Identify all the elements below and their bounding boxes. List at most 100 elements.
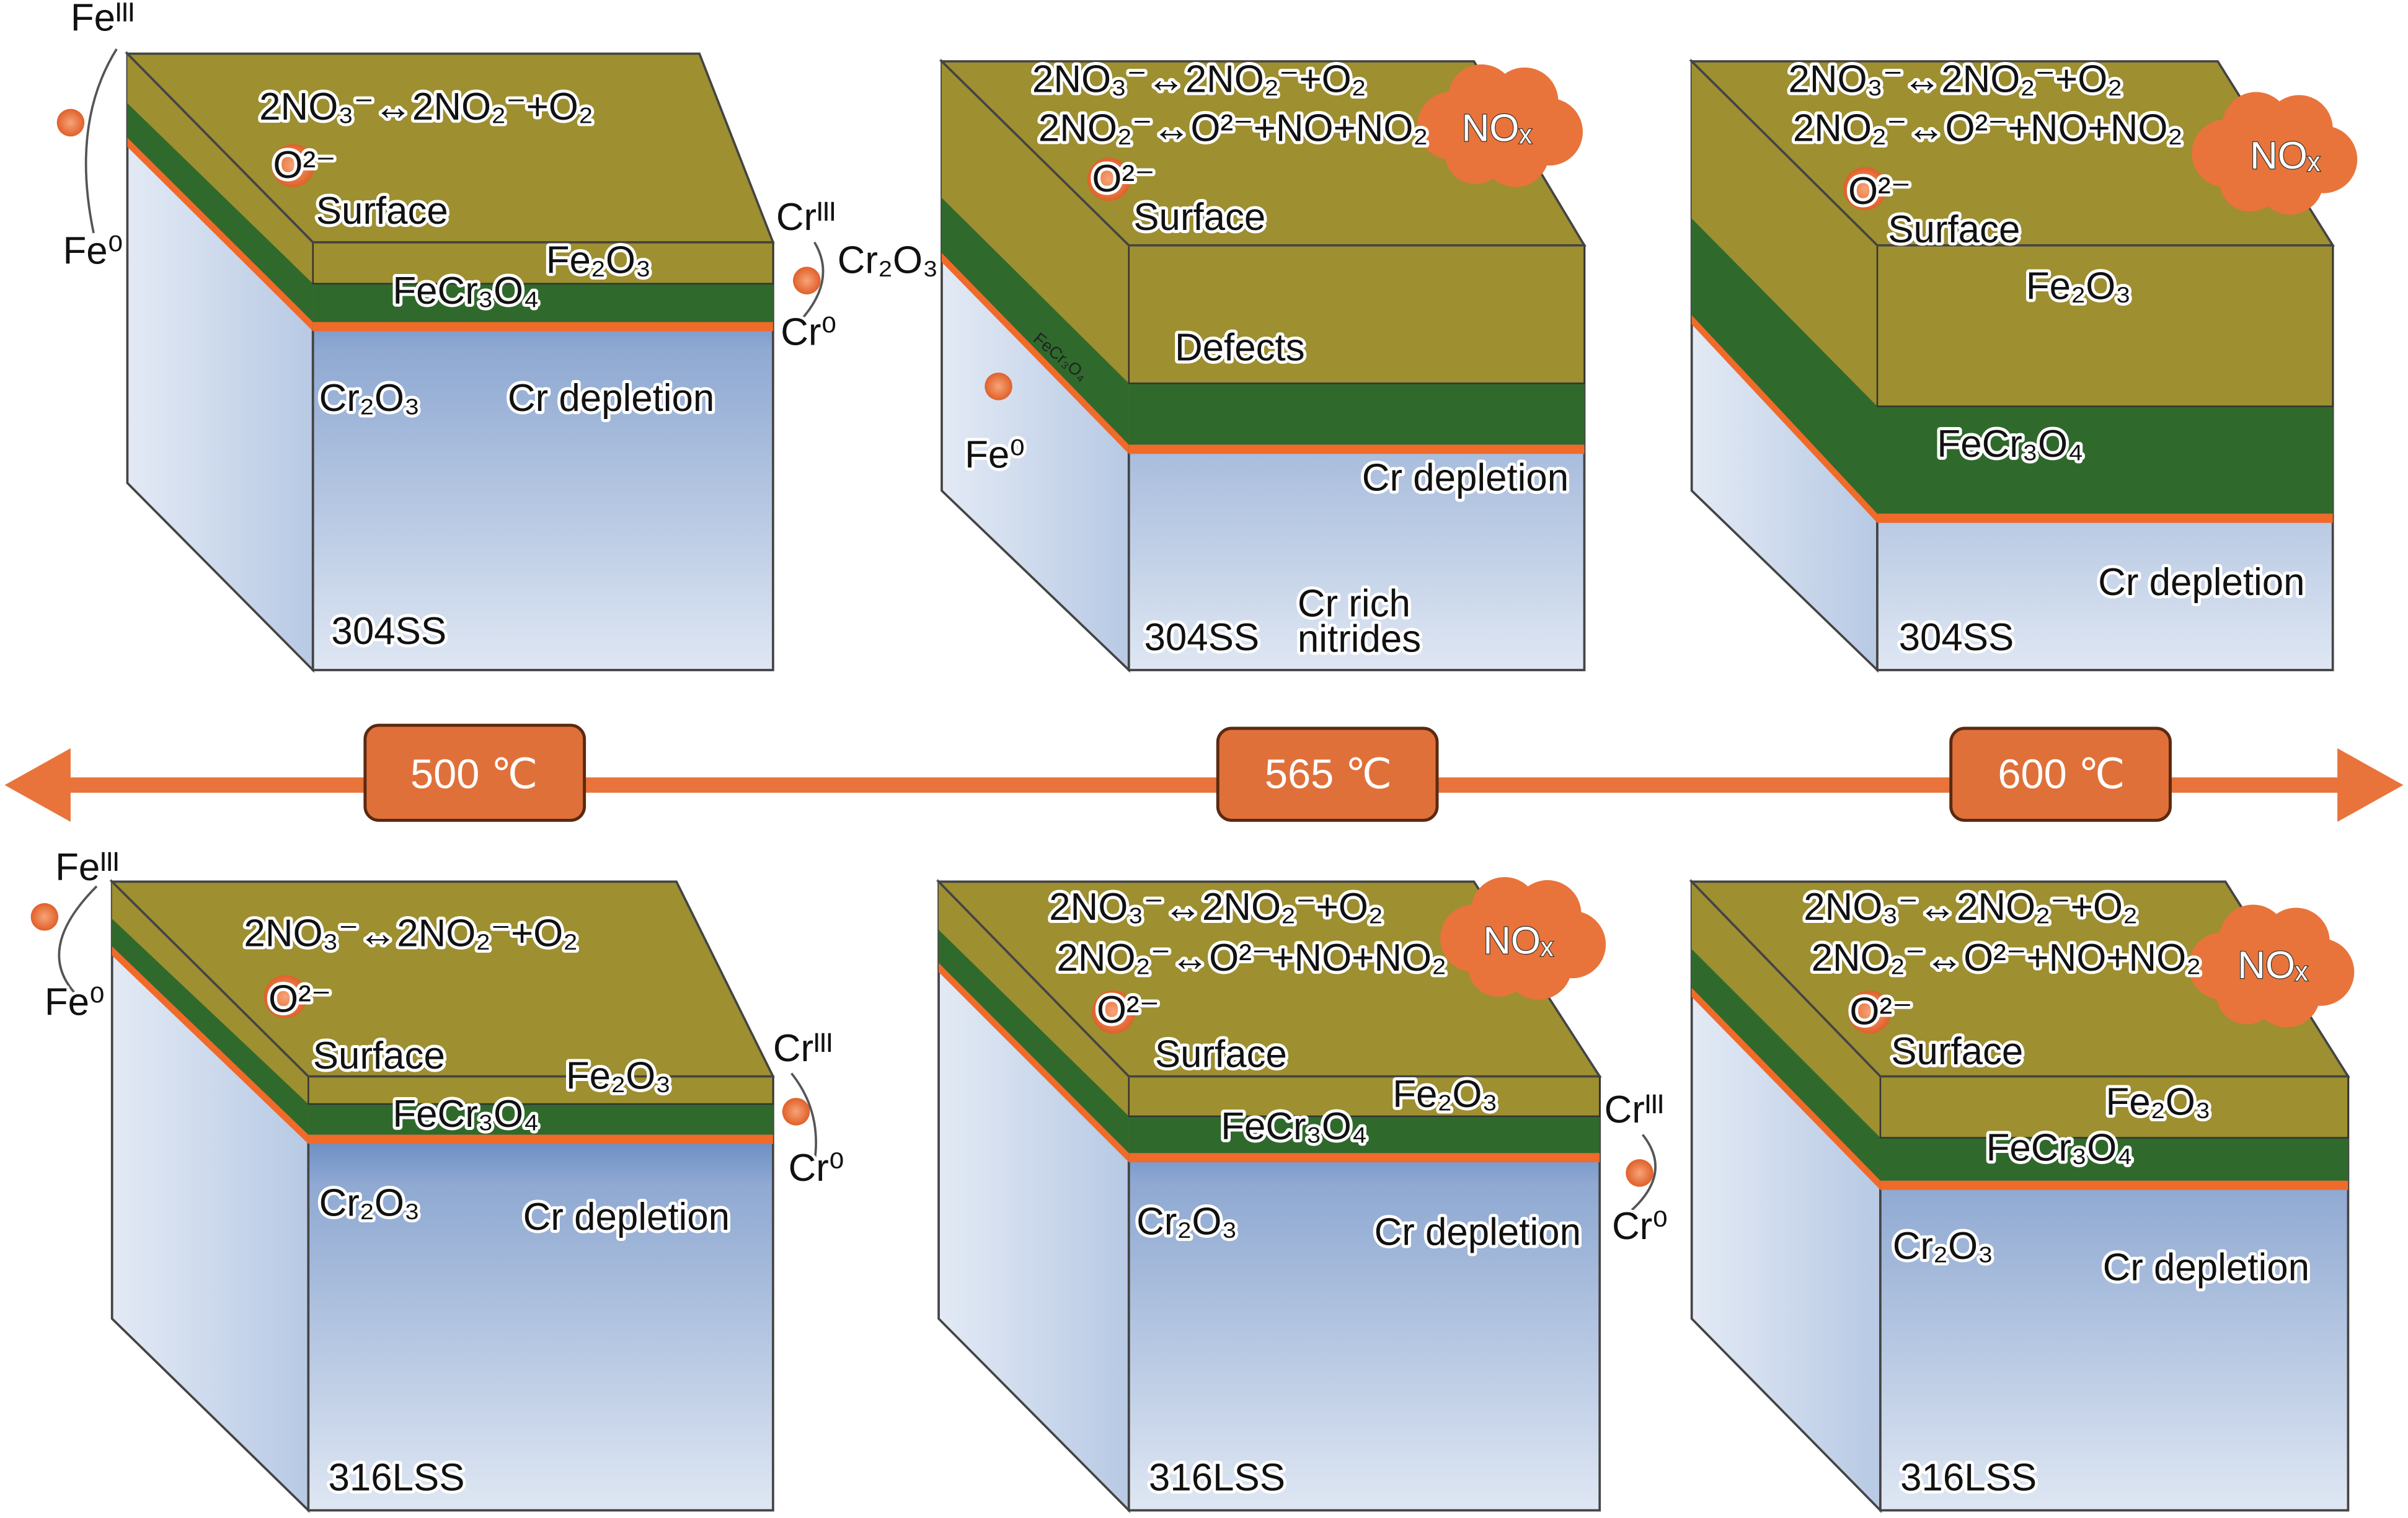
block-2-fe0-label: Fe⁰	[965, 433, 1025, 476]
block-5-cr2o3-label: Cr₂O₃	[1136, 1200, 1237, 1243]
fecr2o4-layer	[312, 283, 773, 322]
block-1-fe2o3-label: Fe₂O₃	[546, 239, 651, 281]
block-1-fe0-label: Fe⁰	[63, 229, 123, 272]
block-4-reaction1-label: 2NO₃⁻↔2NO₂⁻+O₂	[244, 912, 578, 955]
arrow-left-icon	[4, 748, 71, 822]
block-4-surface-label: Surface	[313, 1035, 445, 1077]
block-6-cr2o3-label: Cr₂O₃	[1893, 1225, 1994, 1268]
block-6-crdep-label: Cr depletion	[2103, 1247, 2309, 1289]
ion-ball-icon	[1087, 157, 1131, 201]
ion-ball-icon	[56, 108, 85, 137]
block-6-fecr-label: FeCr₃O₄	[1986, 1127, 2133, 1170]
side-hematite-layer	[1691, 881, 1880, 1138]
block-2-crrich1-label: Cr rich	[1298, 582, 1410, 625]
block-2-reaction1-label: 2NO₃⁻↔2NO₂⁻+O₂	[1032, 58, 1366, 100]
cr2o3-layer	[1128, 1153, 1600, 1163]
side-hematite-layer	[941, 61, 1129, 384]
side-hematite-layer	[127, 53, 313, 284]
block-1	[125, 51, 775, 673]
block-6-o2-label: O²⁻	[1849, 990, 1912, 1033]
block-2-crrich2-label: nitrides	[1298, 617, 1421, 660]
block-1-crdep-label: Cr depletion	[508, 377, 714, 420]
block-4-cr0-label: Cr⁰	[789, 1147, 844, 1189]
block-3-fecr-label: FeCr₃O₄	[1937, 423, 2083, 466]
block-3	[1689, 58, 2335, 673]
block-4-fe3-label: Feᴵᴵᴵ	[55, 846, 119, 889]
ion-ball-icon	[793, 267, 821, 294]
block-1-cr2o3-label: Cr₂O₃	[319, 377, 420, 420]
block-1-cr3-label: Crᴵᴵᴵ	[776, 196, 836, 239]
reaction-arrow-icon	[1629, 1134, 1657, 1212]
ion-ball-icon	[1848, 991, 1892, 1034]
temp-label: 500 ℃	[410, 752, 538, 798]
block-4-cr2o3-label: Cr₂O₃	[319, 1182, 420, 1225]
nox-cloud-icon	[2189, 904, 2355, 1028]
fecr2o4-layer	[1877, 406, 2333, 514]
top-surface	[125, 52, 775, 244]
nox-cloud-icon	[1440, 876, 1606, 1000]
cr2o3-layer	[312, 322, 773, 332]
temp-600: 600 ℃	[1949, 726, 2172, 822]
nox-cloud-icon	[2192, 92, 2358, 215]
block-3-reaction2-label: 2NO₂⁻↔O²⁻+NO+NO₂	[1793, 107, 2183, 150]
block-2-reaction2-label: 2NO₂⁻↔O²⁻+NO+NO₂	[1038, 107, 1428, 150]
block-2-surface-label: Surface	[1133, 196, 1265, 239]
block-6-fe2o3-label: Fe₂O₃	[2106, 1080, 2211, 1123]
side-hematite-layer	[112, 881, 309, 1105]
ion-ball-icon	[1092, 991, 1135, 1034]
block-3-surface-label: Surface	[1888, 208, 2020, 251]
block-4-cr3-label: Crᴵᴵᴵ	[773, 1027, 833, 1070]
labels: FeᴵᴵᴵFe⁰2NO₃⁻↔2NO₂⁻+O₂O²⁻SurfaceFe₂O₃FeC…	[42, 0, 2321, 1502]
fe2o3-layer	[1876, 244, 2334, 407]
block-5-cr3-label: Crᴵᴵᴵ	[1605, 1088, 1664, 1131]
reaction-arrow-icon	[790, 1072, 817, 1163]
block-2-alloy-label: 304SS	[1144, 616, 1260, 659]
ion-ball-icon	[1843, 167, 1887, 210]
block-1-fe3-label: Feᴵᴵᴵ	[71, 0, 135, 39]
reaction-arrow-icon	[84, 48, 118, 234]
temperature-axis: 500 ℃ 565 ℃ 600 ℃	[4, 723, 2404, 822]
ion-ball-icon	[30, 903, 59, 931]
ion-ball-icon	[782, 1098, 810, 1126]
cr2o3-layer	[308, 1134, 773, 1144]
fe2o3-layer	[1128, 244, 1585, 384]
block-3-reaction1-label: 2NO₃⁻↔2NO₂⁻+O₂	[1788, 58, 2122, 100]
ion-ball-icon	[263, 975, 307, 1018]
block-6-surface-label: Surface	[1891, 1030, 2023, 1073]
block-5-cr0-label: Cr⁰	[1612, 1205, 1668, 1248]
ion-ball-icon	[1626, 1159, 1653, 1187]
block-5-surface-label: Surface	[1155, 1033, 1287, 1076]
ion-ball-icon	[271, 144, 315, 187]
fe2o3-layer	[308, 1075, 774, 1105]
block-4-o2-label: O²⁻	[268, 978, 331, 1021]
block-3-fe2o3-label: Fe₂O₃	[2026, 265, 2131, 307]
block-4-fe0-label: Fe⁰	[45, 981, 105, 1024]
block-4-alloy-label: 316LSS	[328, 1456, 464, 1499]
block-3-alloy-label: 304SS	[1899, 616, 2014, 659]
block-4-fe2o3-label: Fe₂O₃	[566, 1054, 671, 1097]
block-3-nox-label: NOₓ	[2250, 135, 2321, 177]
cr2o3-layer	[1880, 1180, 2348, 1190]
block-5-alloy-label: 316LSS	[1149, 1456, 1285, 1499]
arrow-right-icon	[2337, 748, 2404, 822]
side-hematite-layer	[939, 881, 1129, 1116]
block-2-crdep-label: Cr depletion	[1362, 457, 1569, 500]
block-5-o2-label: O²⁻	[1097, 989, 1159, 1031]
block-1-surface-label: Surface	[316, 190, 448, 232]
block-1-cr0-label: Cr⁰	[781, 311, 836, 354]
block-2-defects-label: Defects	[1175, 326, 1305, 369]
fecr2o4-layer	[1880, 1137, 2348, 1181]
decorations	[30, 48, 2358, 1212]
cr2o3-layer	[1128, 444, 1585, 454]
block-2-nox-label: NOₓ	[1462, 107, 1533, 150]
block-5-fecr-label: FeCr₃O₄	[1221, 1105, 1367, 1148]
top-surface	[109, 880, 775, 1078]
block-6-alloy-label: 316LSS	[1900, 1456, 2037, 1499]
block-1-fecr-label: FeCr₃O₄	[392, 270, 539, 312]
block-5-nox-label: NOₓ	[1483, 920, 1554, 963]
nox-cloud-icon	[1417, 64, 1583, 187]
block-5-reaction1-label: 2NO₃⁻↔2NO₂⁻+O₂	[1049, 886, 1383, 929]
block-2	[939, 58, 1587, 673]
ion-ball-icon	[985, 373, 1012, 400]
